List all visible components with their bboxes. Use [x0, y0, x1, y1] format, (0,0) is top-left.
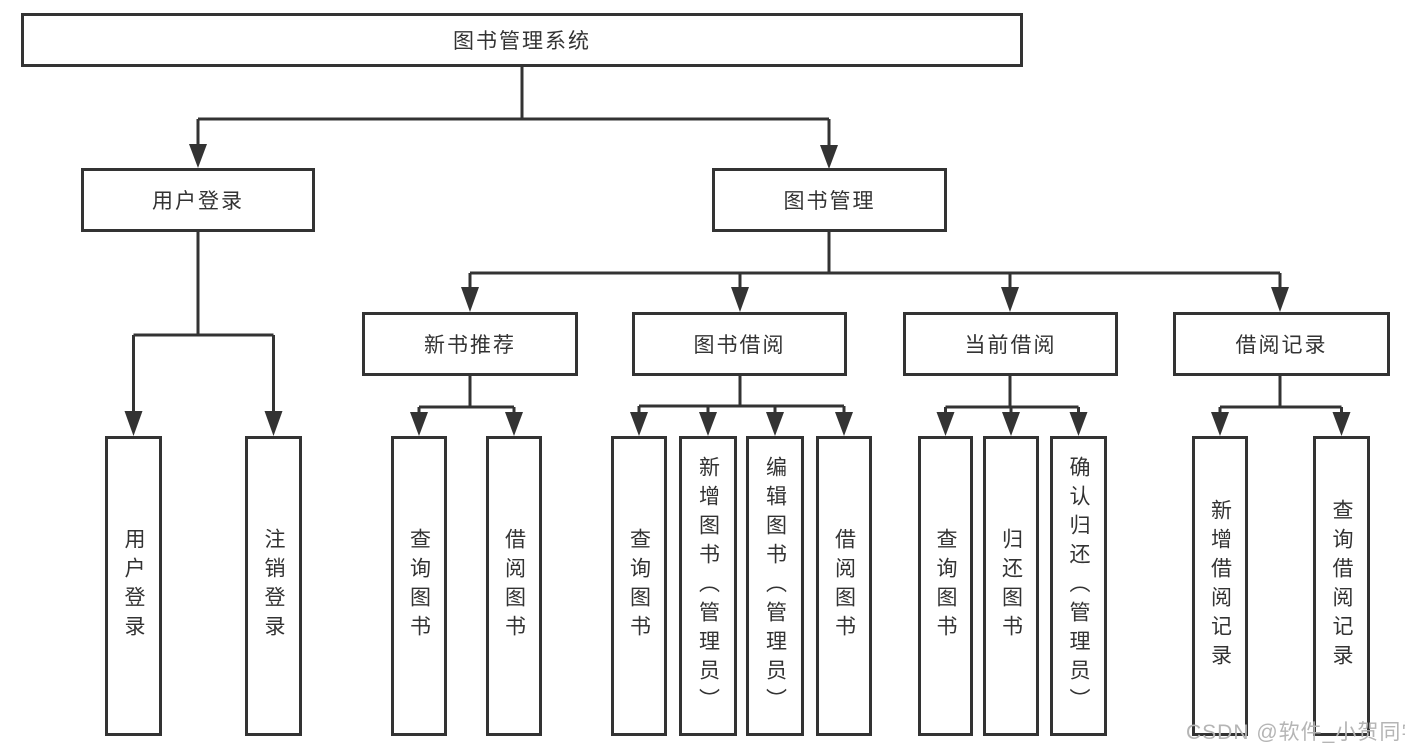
leaf-query-books-borrow: 查询图书 — [611, 436, 667, 736]
leaf-query-borrow-record: 查询借阅记录 — [1313, 436, 1370, 736]
node-book-borrow: 图书借阅 — [632, 312, 847, 376]
node-new-book-recommend: 新书推荐 — [362, 312, 578, 376]
leaf-query-books-recommend: 查询图书 — [391, 436, 447, 736]
leaf-borrow-books: 借阅图书 — [816, 436, 872, 736]
node-current-borrow: 当前借阅 — [903, 312, 1118, 376]
leaf-borrow-books-recommend: 借阅图书 — [486, 436, 542, 736]
leaf-add-books-admin: 新增图书（管理员） — [679, 436, 737, 736]
leaf-user-login: 用户登录 — [105, 436, 162, 736]
leaf-add-borrow-record: 新增借阅记录 — [1192, 436, 1248, 736]
watermark-text: CSDN @软件_小贺同学 — [1186, 721, 1405, 744]
leaf-edit-books-admin: 编辑图书（管理员） — [746, 436, 804, 736]
node-user-login: 用户登录 — [81, 168, 315, 232]
leaf-logout: 注销登录 — [245, 436, 302, 736]
leaf-confirm-return-admin: 确认归还（管理员） — [1050, 436, 1107, 736]
leaf-return-books: 归还图书 — [983, 436, 1039, 736]
node-borrow-records: 借阅记录 — [1173, 312, 1390, 376]
node-root-system: 图书管理系统 — [21, 13, 1023, 67]
node-book-management: 图书管理 — [712, 168, 947, 232]
leaf-query-books-current: 查询图书 — [918, 436, 973, 736]
